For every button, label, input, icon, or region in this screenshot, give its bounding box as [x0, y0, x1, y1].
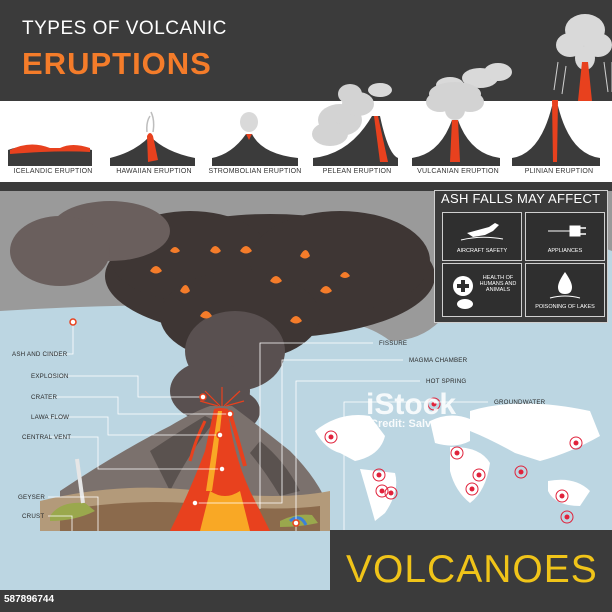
label-explosion: EXPLOSION [31, 373, 69, 380]
label-magma-chamber: MAGMA CHAMBER [409, 357, 468, 364]
ash-label-lakes: POISONING OF LAKES [535, 304, 595, 310]
label-groundwater: GROUNDWATER [494, 399, 546, 406]
footer-strip [0, 590, 612, 612]
ash-label-health: HEALTH OF HUMANS AND ANIMALS [479, 275, 517, 293]
label-crater: CRATER [31, 394, 58, 401]
eruption-type-illustrations [8, 82, 600, 166]
strip-divider [0, 182, 612, 191]
eruption-strip [0, 101, 612, 191]
eruption-label-hawaiian: HAWAIIAN ERUPTION [116, 168, 192, 175]
volcano-cross-section [0, 191, 612, 531]
ash-label-aircraft: AIRCRAFT SAFETY [456, 248, 508, 254]
label-fissure: FISSURE [379, 340, 408, 347]
label-hot-spring: HOT SPRING [426, 378, 467, 385]
ash-label-appliances: APPLIANCES [547, 248, 583, 254]
eruption-label-icelandic: ICELANDIC ERUPTION [13, 168, 93, 175]
ash-item-health [442, 263, 522, 317]
label-crust: CRUST [22, 513, 45, 520]
water-drop-icon [549, 272, 581, 299]
ash-falls-title: ASH FALLS MAY AFFECT [441, 191, 601, 206]
watermark-credit: Credit: SalvagorGall [370, 418, 476, 430]
label-lawa-flow: LAWA FLOW [31, 414, 70, 421]
ash-item-appliances [525, 212, 605, 261]
volcanoes-title: VOLCANOES [346, 548, 598, 591]
title-line1: TYPES OF VOLCANIC [22, 18, 227, 39]
volcano-hotspot-markers [324, 397, 583, 524]
label-central-vent: CENTRAL VENT [22, 434, 72, 441]
eruption-label-strombolian: STROMBOLIAN ERUPTION [208, 168, 302, 175]
label-ash-and-cinder: ASH AND CINDER [12, 351, 68, 358]
airplane-icon [460, 223, 504, 241]
header-band [0, 0, 612, 101]
health-icon [453, 276, 473, 309]
eruption-label-vulcanian: VULCANIAN ERUPTION [417, 168, 499, 175]
eruption-label-pelean: PELEAN ERUPTION [322, 168, 392, 175]
label-geyser: GEYSER [18, 494, 45, 501]
ash-item-aircraft [442, 212, 522, 261]
watermark-brand: iStock [366, 388, 457, 421]
title-line2: ERUPTIONS [22, 46, 212, 81]
eruption-label-plinian: PLINIAN ERUPTION [524, 168, 594, 175]
stock-id: 587896744 [4, 594, 55, 605]
ash-item-lakes [525, 263, 605, 317]
plug-icon [548, 225, 586, 237]
